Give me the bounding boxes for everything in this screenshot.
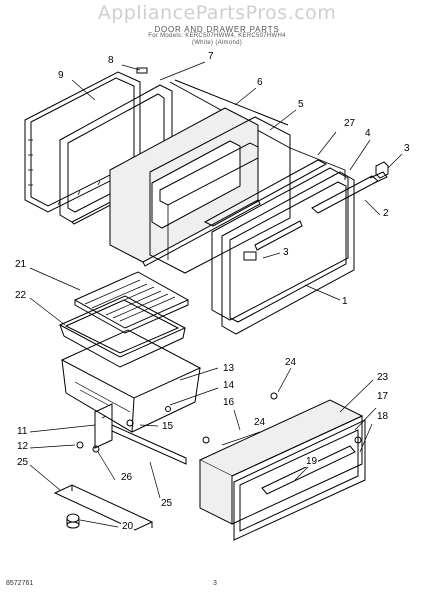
callout-7: 7: [207, 51, 215, 62]
callout-8: 8: [107, 55, 115, 66]
part-drawer-handle: [261, 436, 362, 495]
part-broiler-drawer: [60, 329, 202, 433]
part-door-insulation: [109, 107, 261, 267]
callout-25: 25: [16, 457, 30, 468]
part-broiler-pan: [58, 295, 187, 368]
callout-5: 5: [297, 99, 305, 110]
model-numbers: For Models: KERC507HWW4, KERC507HWH4: [148, 33, 286, 39]
callout-20: 20: [121, 521, 135, 532]
callout-1: 1: [341, 296, 349, 307]
callout-13: 13: [222, 363, 236, 374]
callout-12: 12: [16, 441, 30, 452]
part-drawer-front-panel: [233, 419, 366, 541]
watermark: AppliancePartsPros.com: [97, 2, 337, 24]
part-door-glass: [203, 159, 349, 321]
part-drawer-insulation: [198, 399, 364, 525]
part-screw-26: [92, 445, 100, 453]
callout-3-lower: 3: [282, 247, 290, 258]
callout-16: 16: [222, 397, 236, 408]
callout-26: 26: [120, 472, 134, 483]
callout-3: 3: [403, 143, 411, 154]
callout-22: 22: [14, 290, 28, 301]
callout-14: 14: [222, 380, 236, 391]
callout-4: 4: [364, 128, 372, 139]
callout-25-lower: 25: [160, 498, 174, 509]
callout-24-lower: 24: [253, 417, 267, 428]
footer-part-code: 8572761: [6, 580, 34, 587]
part-lower-rail: [53, 484, 154, 531]
callout-11: 11: [16, 426, 29, 437]
part-broiler-grid: [73, 271, 190, 334]
part-outer-door: [221, 171, 355, 335]
callout-6: 6: [256, 77, 264, 88]
part-leveling-leg: [66, 513, 80, 529]
callout-9: 9: [57, 70, 65, 81]
part-screw-8: [136, 67, 148, 74]
leader-lines: [29, 61, 403, 528]
part-door-window-panel: [149, 116, 291, 274]
part-drawer-bracket: [76, 403, 113, 449]
page-title: DOOR AND DRAWER PARTS: [154, 25, 280, 34]
part-handle-end-cap: [375, 161, 389, 179]
callout-2: 2: [382, 208, 390, 219]
callout-21: 21: [14, 259, 28, 270]
callout-27: 27: [343, 118, 357, 129]
callout-24: 24: [284, 357, 298, 368]
callout-18: 18: [376, 411, 390, 422]
callout-15: 15: [161, 421, 175, 432]
model-colors: (White) (Almond): [191, 40, 243, 46]
part-drawer-slide: [111, 406, 187, 465]
callout-23: 23: [376, 372, 390, 383]
footer-page-number: 3: [213, 580, 217, 587]
callout-19: 19: [305, 456, 319, 467]
callout-17: 17: [376, 391, 390, 402]
part-screws-24: [202, 392, 278, 444]
